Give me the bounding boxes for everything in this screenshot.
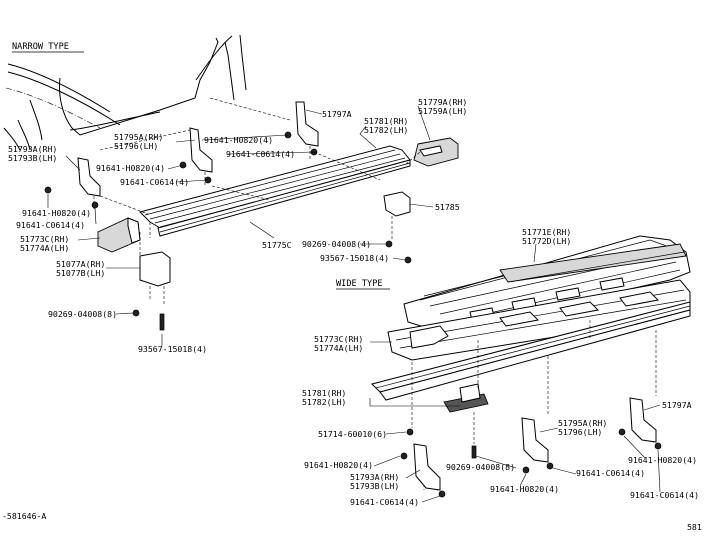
label-narrow-51793a: 51793A(RH) xyxy=(8,144,57,154)
narrow-front-cap xyxy=(97,217,141,253)
label-narrow-51775c: 51775C xyxy=(262,240,292,250)
label-wide-51771e: 51771E(RH) xyxy=(522,227,571,237)
narrow-leader-lines xyxy=(47,105,434,346)
label-narrow-91641-h0820-top: 91641-H0820(4) xyxy=(204,135,273,145)
label-narrow-91641-h0820-left: 91641-H0820(4) xyxy=(22,208,91,218)
label-wide-51793b: 51793B(LH) xyxy=(350,481,399,491)
wide-bolts xyxy=(400,428,662,498)
label-wide-51796: 51796(LH) xyxy=(558,427,602,437)
label-wide-91641-h0820-mid: 91641-H0820(4) xyxy=(490,484,559,494)
label-wide-51793a: 51793A(RH) xyxy=(350,472,399,482)
label-wide-51714-60010: 51714-60010(6) xyxy=(318,429,387,439)
label-wide-91641-c0614-right: 91641-C0614(4) xyxy=(630,490,699,500)
label-narrow-51785: 51785 xyxy=(435,202,460,212)
narrow-bracket-51785 xyxy=(383,191,411,240)
label-wide-91641-c0614-left: 91641-C0614(4) xyxy=(350,497,419,507)
label-wide-51795a: 51795A(RH) xyxy=(558,418,607,428)
label-narrow-90269-04008-8: 90269-04008(8) xyxy=(48,309,117,319)
label-wide-51774a: 51774A(LH) xyxy=(314,343,363,353)
wide-bracket-51795a xyxy=(521,417,549,463)
footer-diagram-code: -581646-A xyxy=(2,511,46,521)
label-narrow-51796: 51796(LH) xyxy=(114,141,158,151)
label-wide-51781: 51781(RH) xyxy=(302,388,346,398)
wide-bracket-51793a xyxy=(413,443,441,491)
label-wide-91641-c0614-mid: 91641-C0614(4) xyxy=(576,468,645,478)
label-narrow-90269-04008: 90269-04008(4) xyxy=(302,239,371,249)
label-narrow-91641-c0614-mid: 91641-C0614(4) xyxy=(120,177,189,187)
label-narrow-91641-c0614-left: 91641-C0614(4) xyxy=(16,220,85,230)
label-wide-51782: 51782(LH) xyxy=(302,397,346,407)
label-narrow-51797a: 51797A xyxy=(322,109,352,119)
label-narrow-91641-c0614-top: 91641-C0614(4) xyxy=(226,149,295,159)
narrow-bolts xyxy=(44,131,412,331)
label-narrow-51773c: 51773C(RH) xyxy=(20,234,69,244)
narrow-step-board xyxy=(139,145,411,238)
vehicle-body-outline xyxy=(3,34,247,151)
wide-bracket-51797a xyxy=(629,397,657,443)
label-narrow-93567-15018-bottom: 93567-15018(4) xyxy=(138,344,207,354)
wide-leader-lines xyxy=(369,243,661,503)
label-narrow-51795a: 51795A(RH) xyxy=(114,132,163,142)
label-wide-90269-04008: 90269-04008(8) xyxy=(446,462,515,472)
label-wide-51772d: 51772D(LH) xyxy=(522,236,571,246)
wide-type-header: WIDE TYPE xyxy=(336,279,383,289)
narrow-assembly-lines xyxy=(99,97,421,256)
narrow-type-header: NARROW TYPE xyxy=(12,42,69,52)
label-narrow-93567-15018: 93567-15018(4) xyxy=(320,253,389,263)
label-narrow-51779a: 51779A(RH) xyxy=(418,97,467,107)
label-narrow-51774a: 51774A(LH) xyxy=(20,243,69,253)
label-narrow-51759a: 51759A(LH) xyxy=(418,106,467,116)
label-wide-91641-h0820-left: 91641-H0820(4) xyxy=(304,460,373,470)
label-wide-51797a: 51797A xyxy=(662,400,692,410)
label-narrow-51077b: 51077B(LH) xyxy=(56,268,105,278)
narrow-bracket-51077 xyxy=(139,251,171,304)
label-wide-51773c: 51773C(RH) xyxy=(314,334,363,344)
label-wide-91641-h0820-right: 91641-H0820(4) xyxy=(628,455,697,465)
wide-assembly-lines xyxy=(411,320,657,490)
label-narrow-91641-h0820-mid: 91641-H0820(4) xyxy=(96,163,165,173)
wide-step-frame-rail xyxy=(371,301,691,413)
narrow-rear-cap xyxy=(413,137,459,167)
label-narrow-51793b: 51793B(LH) xyxy=(8,153,57,163)
label-narrow-51781: 51781(RH) xyxy=(364,116,408,126)
label-narrow-51782: 51782(LH) xyxy=(364,125,408,135)
label-narrow-51077a: 51077A(RH) xyxy=(56,259,105,269)
narrow-bracket-51797a xyxy=(295,101,319,160)
footer-page-number: 581 xyxy=(687,522,702,532)
